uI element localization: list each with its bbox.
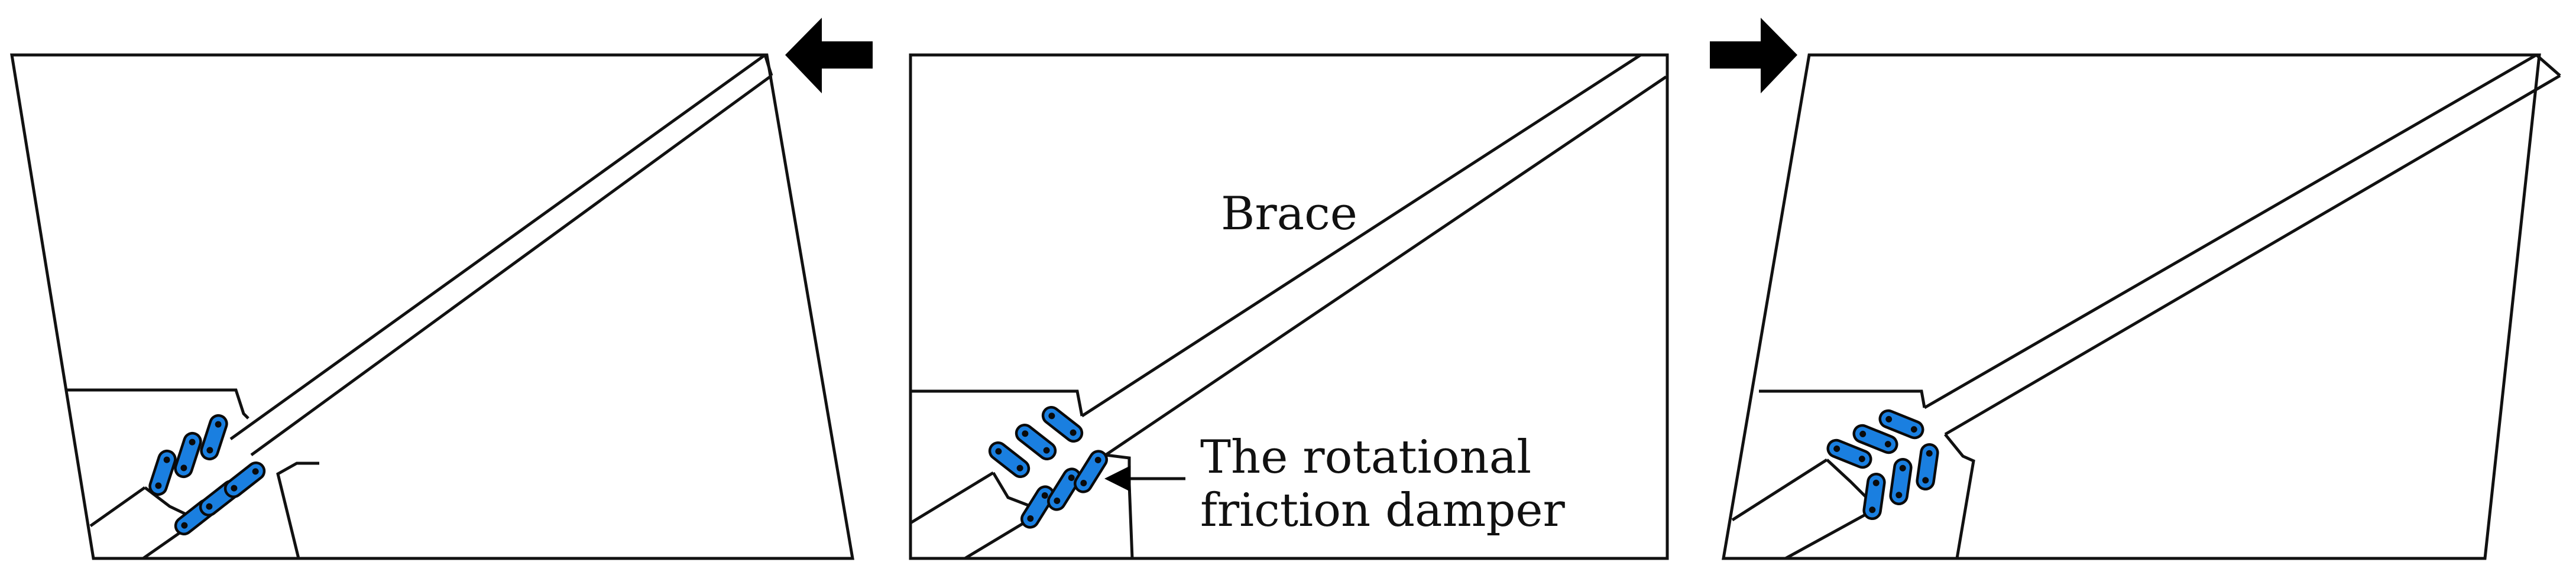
brace-stub-upper: [89, 486, 146, 528]
brace-end-cap: [2535, 54, 2561, 77]
damper-pointer-arrowhead: [1104, 466, 1130, 492]
brace-stub-upper: [1731, 458, 1828, 522]
frame-panel-center: Brace The rotational friction damper: [909, 53, 1669, 560]
gusset-plate: [910, 389, 1084, 417]
damper-label-line2: friction damper: [1200, 484, 1566, 537]
frame-panel-right: [1722, 53, 2561, 560]
brace-chord-lower: [250, 74, 773, 457]
brace-label: Brace: [1221, 187, 1357, 240]
damper-label-line1: The rotational: [1200, 431, 1531, 484]
brace-stub-upper: [909, 471, 994, 525]
brace-chord-upper: [229, 53, 766, 441]
arrow-left-icon: [785, 18, 873, 93]
brace-chord-lower: [1944, 74, 2561, 436]
arrow-right-icon: [1710, 18, 1797, 93]
frame-outline: [1722, 53, 2541, 560]
frame-panel-left: [10, 53, 854, 560]
gusset-plate-lower: [1944, 433, 1975, 559]
gusset-plate: [1759, 389, 1926, 408]
gusset-plate-lower: [276, 462, 319, 559]
brace-stub-lower: [1784, 506, 1878, 560]
brace-end-cap: [763, 54, 773, 76]
brace-chord-upper: [1923, 53, 2538, 410]
frame-outline: [10, 53, 854, 560]
brace-chord-lower: [1104, 75, 1667, 457]
gusset-plate: [66, 388, 250, 420]
frame-outline: [909, 53, 1669, 560]
brace-chord-upper: [1081, 53, 1642, 418]
